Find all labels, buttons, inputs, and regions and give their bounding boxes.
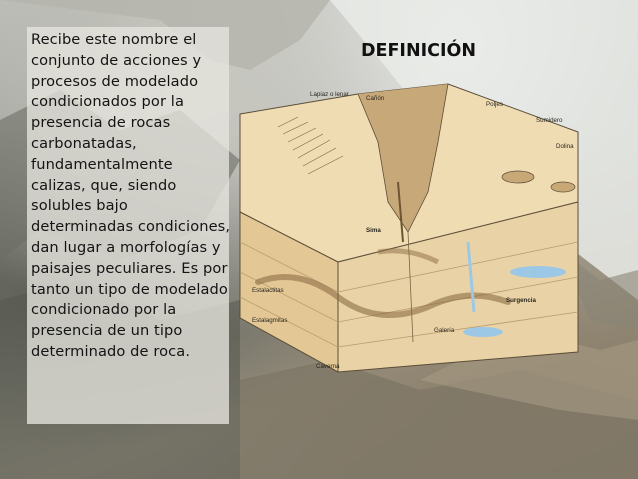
label-estalactitas: Estalactitas xyxy=(252,287,284,294)
label-lapiaz: Lapiaz o lenar xyxy=(310,91,349,98)
definition-text: Recibe este nombre el conjunto de accion… xyxy=(31,31,231,360)
label-sima: Sima xyxy=(366,227,381,234)
label-sumidero: Sumidero xyxy=(536,117,563,124)
label-poljes: Poljes xyxy=(486,101,503,108)
label-caverna: Caverna xyxy=(316,363,340,370)
label-dolina: Dolina xyxy=(556,143,574,150)
text-panel xyxy=(27,27,229,424)
label-canon: Cañón xyxy=(366,95,385,102)
slide-title: DEFINICIÓN xyxy=(361,41,476,61)
label-galeria: Galería xyxy=(434,327,455,334)
label-estalagmitas: Estalagmitas xyxy=(252,317,287,324)
label-surgencia: Surgencia xyxy=(506,297,536,304)
karst-diagram: Lapiaz o lenar Cañón Poljes Sumidero Dol… xyxy=(239,83,579,373)
